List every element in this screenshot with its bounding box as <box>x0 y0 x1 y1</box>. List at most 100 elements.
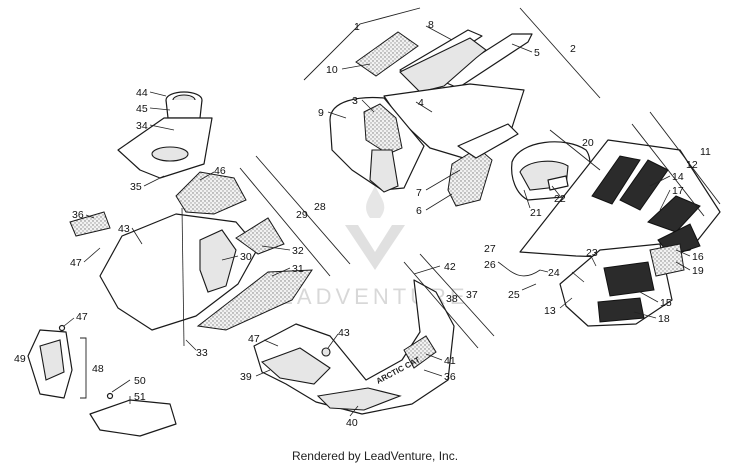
leader-36 <box>85 214 95 219</box>
console-assembly <box>69 91 313 347</box>
part-12-side-decal <box>591 155 641 205</box>
callout-34: 34 <box>136 120 148 132</box>
callout-10: 10 <box>326 64 338 76</box>
leader-7 <box>425 169 461 191</box>
part-36-label <box>69 211 111 237</box>
part-30-console-center <box>199 229 237 293</box>
leader-39 <box>255 369 271 377</box>
part-6-hood-insert <box>447 147 493 207</box>
callout-17: 17 <box>672 185 684 197</box>
callout-4: 4 <box>418 97 424 109</box>
watermark-flame-icon <box>366 185 385 218</box>
callout-7: 7 <box>416 187 422 199</box>
part-46-console-top <box>175 171 247 215</box>
leader-34 <box>149 124 175 131</box>
part-32-console-pad <box>235 217 285 255</box>
callout-43b: 43 <box>338 327 350 339</box>
leader-10 <box>341 63 371 70</box>
callout-38: 38 <box>446 293 458 305</box>
leader-lines <box>63 25 691 417</box>
callout-22: 22 <box>554 193 566 205</box>
callout-21: 21 <box>530 207 542 219</box>
callout-3: 3 <box>352 95 358 107</box>
part-50-screw <box>106 392 114 400</box>
leader-5 <box>511 43 533 53</box>
callout-6: 6 <box>416 205 422 217</box>
leader-47c <box>63 317 75 327</box>
leader-40 <box>349 405 359 417</box>
callout-2: 2 <box>570 43 576 55</box>
part-47-screw <box>58 324 66 332</box>
part-18-lower-decal <box>597 297 645 323</box>
bracket-assembly <box>27 324 177 437</box>
callout-42: 42 <box>444 261 456 273</box>
part-49-bracket-inner <box>39 339 65 381</box>
leader-19 <box>675 261 691 271</box>
leader-22 <box>551 185 561 197</box>
leader-30 <box>221 255 239 261</box>
leader-31 <box>271 267 291 277</box>
callout-36: 36 <box>72 209 84 221</box>
callout-28: 28 <box>314 201 326 213</box>
callout-15: 15 <box>660 297 672 309</box>
callout-41: 41 <box>444 355 456 367</box>
leader-18 <box>633 311 657 319</box>
callout-51: 51 <box>134 391 146 403</box>
leader-4 <box>415 101 433 113</box>
callout-labels: 1 2 3 4 5 6 7 8 9 10 11 12 13 14 15 16 1… <box>14 19 711 429</box>
callout-9: 9 <box>318 107 324 119</box>
leader-9 <box>327 111 347 119</box>
callout-25: 25 <box>508 289 520 301</box>
leader-33 <box>185 339 197 351</box>
group-brackets <box>80 7 721 399</box>
callout-30: 30 <box>240 251 252 263</box>
bracket-1 <box>303 7 421 81</box>
leader-46 <box>199 171 215 181</box>
callout-47c: 47 <box>76 311 88 323</box>
callout-23: 23 <box>586 247 598 259</box>
leader-44 <box>149 91 167 97</box>
leader-8 <box>425 25 453 41</box>
watermark-logo-icon <box>345 225 405 270</box>
bracket-20 <box>549 129 601 171</box>
leader-16 <box>675 249 691 257</box>
callout-39: 39 <box>240 371 252 383</box>
leader-14 <box>649 175 671 187</box>
callout-47: 47 <box>70 257 82 269</box>
part-45-gauge-body <box>165 99 203 119</box>
part-33-console-rod <box>181 207 185 347</box>
callout-50: 50 <box>134 375 146 387</box>
bracket-37 <box>419 253 495 337</box>
part-hood-bracket <box>369 149 399 193</box>
callout-20: 20 <box>582 137 594 149</box>
callout-35: 35 <box>130 181 142 193</box>
callout-36b: 36 <box>444 371 456 383</box>
leader-13 <box>559 297 573 309</box>
bracket-38 <box>403 261 479 349</box>
leader-3 <box>361 99 375 113</box>
footer-credit: Rendered by LeadVenture, Inc. <box>291 449 459 463</box>
callout-24: 24 <box>548 267 560 279</box>
part-40-belly-lower <box>316 387 402 411</box>
part-19-lower-vent <box>649 243 685 277</box>
callout-13: 13 <box>544 305 556 317</box>
callout-43: 43 <box>118 223 130 235</box>
callout-8: 8 <box>428 19 434 31</box>
callout-26: 26 <box>484 259 496 271</box>
callout-49: 49 <box>14 353 26 365</box>
leader-25 <box>521 283 537 291</box>
leader-47 <box>83 247 101 263</box>
callout-45: 45 <box>136 103 148 115</box>
part-39-belly-inner <box>260 347 331 385</box>
callout-32: 32 <box>292 245 304 257</box>
leader-21 <box>523 189 531 209</box>
leader-45 <box>149 107 171 111</box>
callout-33: 33 <box>196 347 208 359</box>
leader-35 <box>143 175 165 187</box>
part-34-dash-opening <box>151 146 189 162</box>
callout-19: 19 <box>692 265 704 277</box>
leader-23 <box>591 257 597 267</box>
leader-26-wire <box>497 261 549 277</box>
leader-36b <box>423 369 443 377</box>
